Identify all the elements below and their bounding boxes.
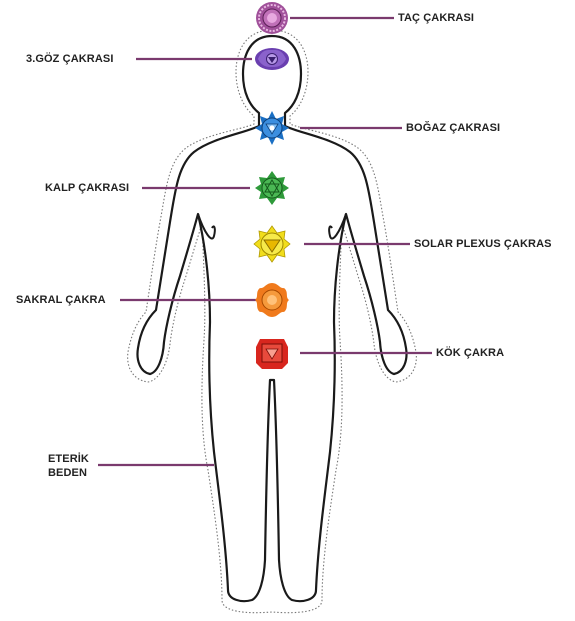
label-crown-chakra: TAÇ ÇAKRASI	[398, 12, 474, 25]
sacral-chakra-icon	[255, 283, 289, 317]
third-eye-chakra-icon	[255, 48, 289, 70]
solar-plexus-chakra-icon	[254, 226, 290, 262]
root-chakra-icon	[256, 339, 288, 369]
label-etheric-body-line2: BEDEN	[48, 467, 87, 480]
label-third-eye-chakra: 3.GÖZ ÇAKRASI	[26, 53, 113, 66]
throat-chakra-icon	[255, 111, 289, 145]
label-heart-chakra: KALP ÇAKRASI	[45, 182, 129, 195]
label-throat-chakra: BOĞAZ ÇAKRASI	[406, 122, 500, 135]
label-etheric-body-line1: ETERİK	[48, 453, 89, 466]
label-solar-plexus-chakra: SOLAR PLEXUS ÇAKRAS	[414, 238, 552, 251]
crown-chakra-icon	[256, 2, 288, 34]
label-root-chakra: KÖK ÇAKRA	[436, 347, 504, 360]
label-sacral-chakra: SAKRAL ÇAKRA	[16, 294, 106, 307]
